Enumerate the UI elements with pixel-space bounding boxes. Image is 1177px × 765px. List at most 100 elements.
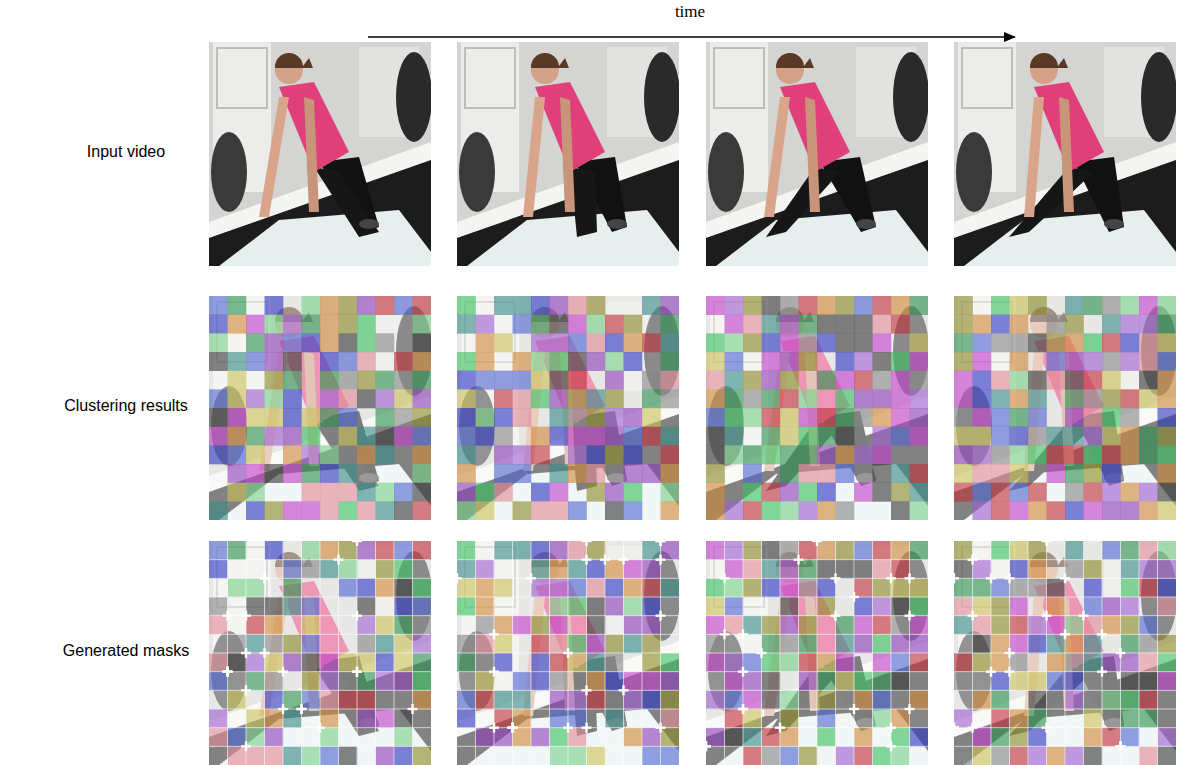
cluster-cell [973, 389, 992, 408]
cluster-cell [376, 709, 395, 728]
cluster-cell [413, 616, 432, 635]
cluster-cell [991, 501, 1010, 520]
cluster-cell [457, 541, 476, 560]
cluster-cell [1065, 672, 1084, 691]
grid-line [954, 671, 1176, 672]
cluster-cell [339, 483, 358, 502]
cluster-cell [457, 634, 476, 653]
arm [1024, 97, 1044, 217]
mask-mark [834, 573, 836, 583]
cluster-cell [954, 389, 973, 408]
cluster-cell [873, 296, 892, 315]
cluster-cell [209, 445, 228, 464]
door-panel [714, 48, 764, 108]
mask-mark [319, 723, 321, 733]
cluster-cell [743, 616, 762, 635]
cluster-cell [550, 464, 569, 483]
cluster-cell [531, 501, 550, 520]
cluster-cell [624, 634, 643, 653]
cluster-cell [624, 315, 643, 334]
cluster-cell [605, 672, 624, 691]
wall [706, 541, 928, 765]
cluster-cell [1028, 371, 1047, 390]
cluster-cell [799, 333, 818, 352]
cluster-cell [228, 728, 247, 747]
cluster-cell [762, 728, 781, 747]
cluster-cell [1084, 578, 1103, 597]
cluster-cell [357, 445, 376, 464]
cluster-cell [376, 616, 395, 635]
grid-line [357, 541, 358, 765]
cluster-cell [550, 296, 569, 315]
cluster-cell [1158, 597, 1177, 616]
cluster-cell [706, 371, 725, 390]
cluster-cell [642, 464, 661, 483]
cluster-cell [339, 296, 358, 315]
cluster-cell [762, 578, 781, 597]
cluster-cell [320, 501, 339, 520]
cluster-cell [780, 427, 799, 446]
cluster-cell [991, 371, 1010, 390]
mask-mark [742, 667, 744, 677]
cluster-cell [568, 315, 587, 334]
cluster-cell [246, 333, 265, 352]
grid-line [457, 709, 679, 710]
cluster-cell [854, 746, 873, 765]
cluster-cell [568, 653, 587, 672]
cluster-cell [1010, 427, 1029, 446]
cluster-cell [873, 672, 892, 691]
cluster-cell [973, 408, 992, 427]
cluster-cell [891, 653, 910, 672]
cluster-cell [531, 389, 550, 408]
cluster-cell [642, 427, 661, 446]
cluster-cell [550, 352, 569, 371]
cluster-cell [854, 315, 873, 334]
cluster-cell [413, 634, 432, 653]
cluster-cell [799, 578, 818, 597]
cluster-cell [954, 333, 973, 352]
cluster-cell [413, 501, 432, 520]
cluster-cell [973, 597, 992, 616]
cluster-cell [873, 315, 892, 334]
cluster-cell [457, 352, 476, 371]
grid-line [642, 541, 643, 765]
cluster-cell [817, 315, 836, 334]
cluster-cell [973, 315, 992, 334]
cluster-cell [854, 352, 873, 371]
cluster-cell [1084, 389, 1103, 408]
cluster-cell [973, 371, 992, 390]
cluster-cell [302, 634, 321, 653]
cluster-cell [780, 709, 799, 728]
mask-mark [908, 704, 910, 714]
cluster-cell [780, 634, 799, 653]
cluster-cell [587, 389, 606, 408]
cluster-cell [661, 578, 680, 597]
cluster-cell [762, 690, 781, 709]
cluster-cell [476, 634, 495, 653]
mask-mark [226, 667, 228, 677]
cluster-cell [1010, 501, 1029, 520]
cluster-cell [642, 296, 661, 315]
cluster-cell [1139, 541, 1158, 560]
cluster-cell [954, 578, 973, 597]
cluster-cell [1158, 389, 1177, 408]
cluster-cell [762, 352, 781, 371]
cluster-cell [991, 315, 1010, 334]
cluster-cell [799, 389, 818, 408]
cluster-cell [283, 352, 302, 371]
cluster-cell [457, 597, 476, 616]
cluster-cell [910, 634, 929, 653]
cluster-cell [780, 616, 799, 635]
cluster-cell [799, 315, 818, 334]
cluster-cell [1121, 445, 1140, 464]
arm [523, 97, 545, 217]
cluster-cell [817, 597, 836, 616]
cluster-cell [991, 597, 1010, 616]
cluster-cell [246, 408, 265, 427]
door-panel [465, 48, 515, 108]
cluster-cell [973, 653, 992, 672]
cluster-cell [320, 672, 339, 691]
cluster-cell [228, 296, 247, 315]
cluster-cell [762, 389, 781, 408]
cluster-cell [587, 597, 606, 616]
